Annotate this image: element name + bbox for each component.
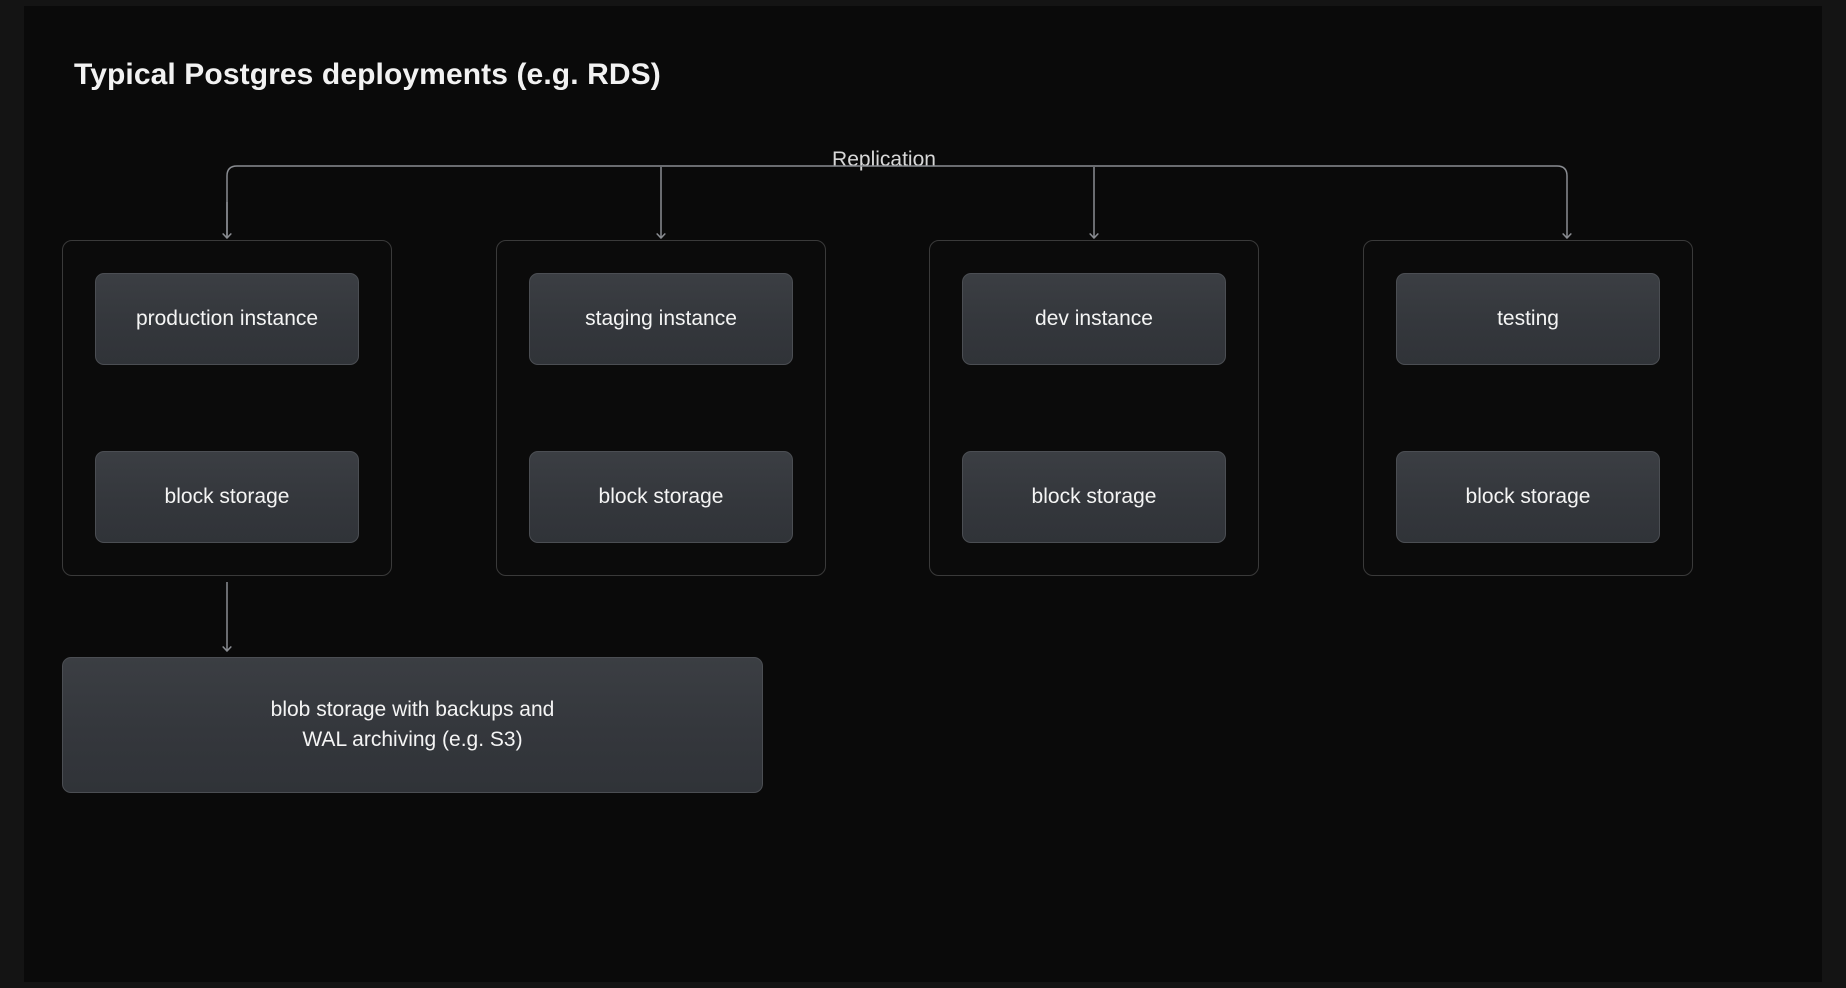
- node-blob-storage-line2: WAL archiving (e.g. S3): [302, 728, 523, 751]
- replication-bus-right: [226, 165, 1572, 239]
- node-staging-instance[interactable]: staging instance: [529, 273, 793, 365]
- deployment-group-staging: staging instance block storage: [496, 240, 826, 576]
- node-staging-instance-label: staging instance: [585, 306, 737, 330]
- node-staging-block-storage-label: block storage: [598, 484, 724, 508]
- node-dev-instance-label: dev instance: [1035, 306, 1153, 330]
- node-dev-instance[interactable]: dev instance: [962, 273, 1226, 365]
- node-dev-block-storage[interactable]: block storage: [962, 451, 1226, 543]
- deployment-group-production: production instance block storage: [62, 240, 392, 576]
- diagram-panel: Typical Postgres deployments (e.g. RDS) …: [24, 6, 1822, 982]
- node-production-instance-label: production instance: [135, 306, 319, 330]
- node-staging-block-storage[interactable]: block storage: [529, 451, 793, 543]
- node-testing-instance[interactable]: testing: [1396, 273, 1660, 365]
- replication-label: Replication: [832, 148, 936, 171]
- node-blob-storage[interactable]: blob storage with backups and WAL archiv…: [62, 657, 763, 793]
- node-testing-block-storage[interactable]: block storage: [1396, 451, 1660, 543]
- node-production-block-storage-label: block storage: [164, 484, 290, 508]
- node-blob-storage-label: blob storage with backups and WAL archiv…: [271, 695, 555, 756]
- deployment-group-dev: dev instance block storage: [929, 240, 1259, 576]
- node-production-instance[interactable]: production instance: [95, 273, 359, 365]
- node-testing-block-storage-label: block storage: [1465, 484, 1591, 508]
- deployment-columns: production instance block storage stagin…: [62, 240, 1784, 576]
- node-blob-storage-line1: blob storage with backups and: [270, 697, 555, 721]
- replication-label-wrap: Replication: [24, 148, 1822, 172]
- node-production-block-storage[interactable]: block storage: [95, 451, 359, 543]
- page-title: Typical Postgres deployments (e.g. RDS): [74, 58, 661, 91]
- deployment-group-testing: testing block storage: [1363, 240, 1693, 576]
- node-dev-block-storage-label: block storage: [1031, 484, 1157, 508]
- node-testing-instance-label: testing: [1497, 306, 1559, 330]
